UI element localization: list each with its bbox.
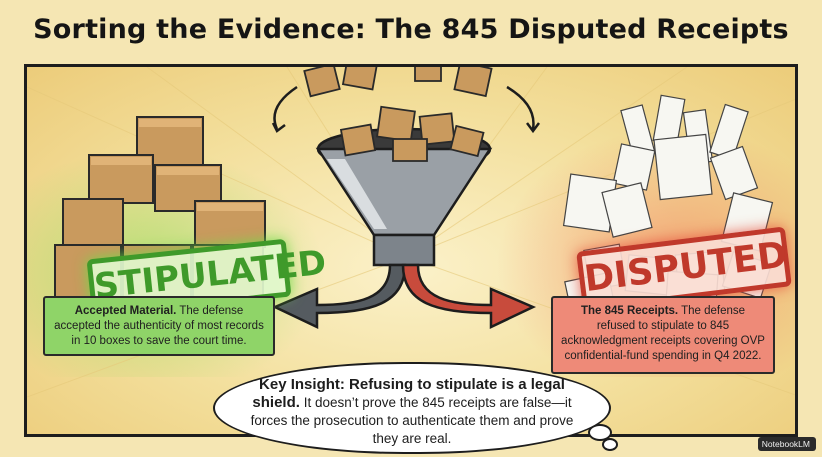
insight-body: It doesn’t prove the 845 receipts are fa… [250, 395, 574, 446]
thought-bubble-puff [588, 424, 612, 441]
caption-heading: Accepted Material. [74, 305, 177, 317]
caption-heading: The 845 Receipts. [580, 305, 679, 317]
caption-body: The defense refused to stipulate to 845 … [561, 305, 765, 362]
caption-body: The defense accepted the authenticity of… [54, 305, 264, 347]
motion-arrows [271, 85, 540, 134]
boxes-in-funnel [303, 67, 493, 162]
key-insight-bubble: Key Insight: Refusing to stipulate is a … [213, 362, 611, 454]
accepted-material-caption: Accepted Material. The defense accepted … [43, 296, 275, 356]
split-arrows [271, 263, 537, 329]
insight-heading: Key Insight: Refusing to stipulate is a … [252, 376, 565, 411]
page-title: Sorting the Evidence: The 845 Disputed R… [33, 14, 789, 45]
thought-bubble-puff [602, 438, 618, 451]
notebooklm-watermark: NotebookLM [757, 437, 816, 451]
disputed-receipts-caption: The 845 Receipts. The defense refused to… [551, 296, 775, 374]
